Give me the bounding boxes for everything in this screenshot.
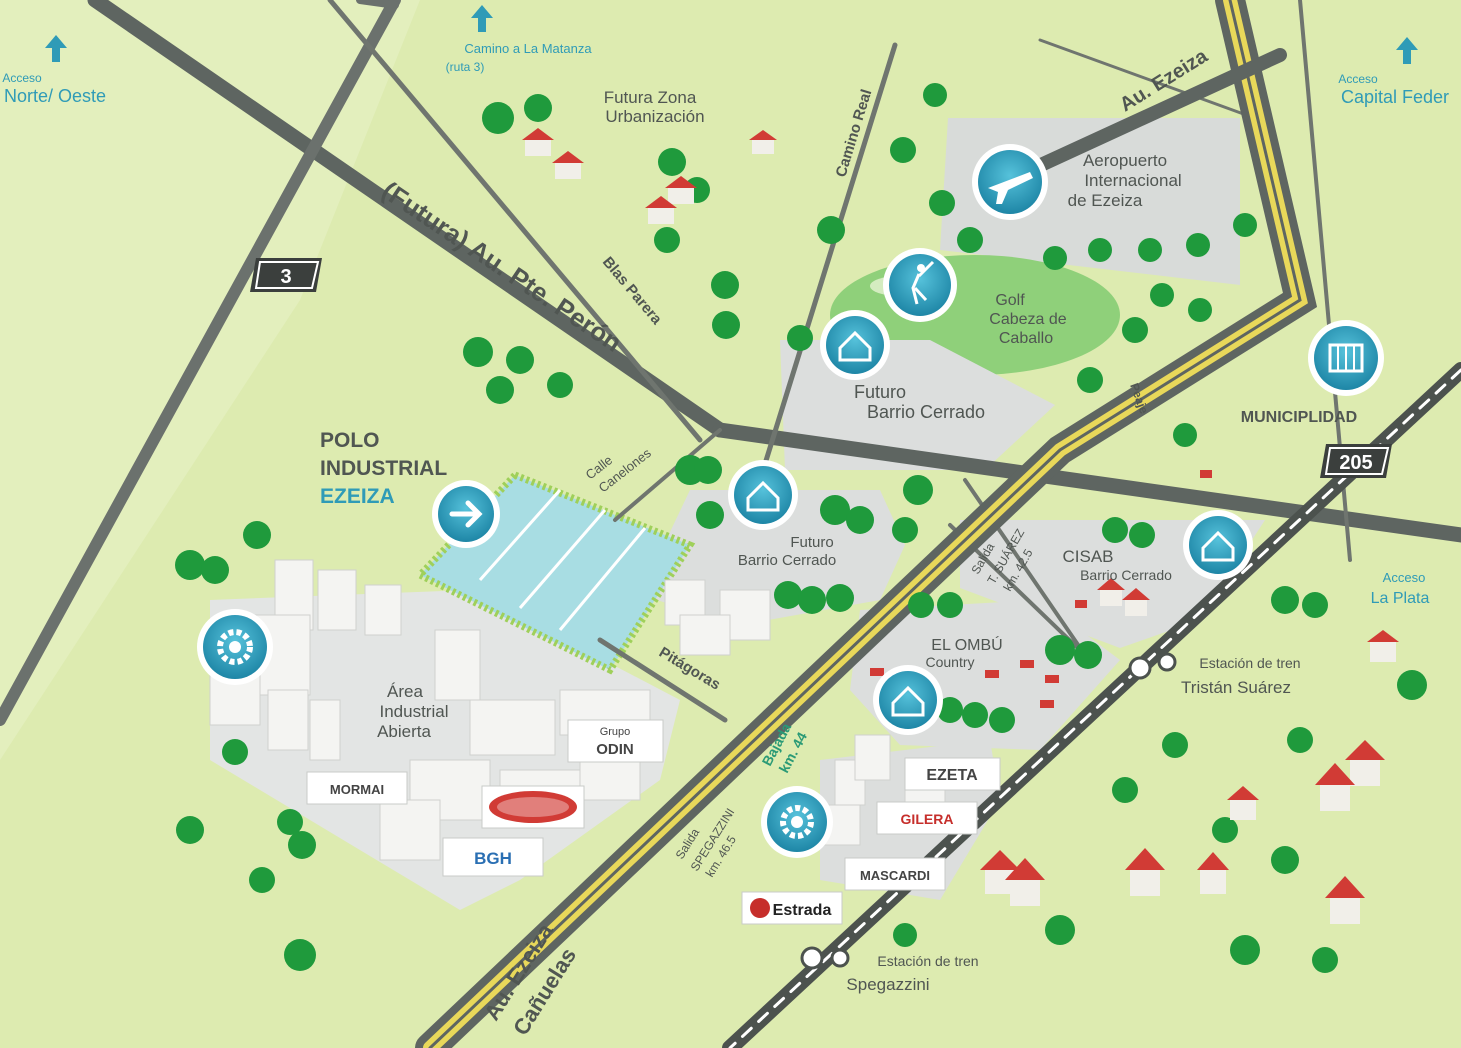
area-industrial-zone	[210, 590, 680, 910]
svg-text:Acceso: Acceso	[2, 71, 42, 85]
svg-text:Acceso: Acceso	[1338, 72, 1378, 86]
svg-text:Capital Feder: Capital Feder	[1341, 87, 1449, 107]
zone-label-polo-industrial: POLO INDUSTRIAL EZEIZA	[320, 429, 447, 508]
road-camino-real	[757, 42, 898, 483]
company-mascardi-label: MASCARDI	[844, 857, 946, 891]
house-group	[522, 128, 1399, 924]
light-field	[0, 0, 420, 760]
svg-text:EL OMBÚ: EL OMBÚ	[931, 635, 1002, 654]
route-3-label: 3	[280, 266, 291, 288]
svg-text:Futuro: Futuro	[854, 382, 906, 402]
svg-text:ODIN: ODIN	[596, 741, 634, 758]
svg-text:Barrio Cerrado: Barrio Cerrado	[1080, 567, 1172, 583]
zone-label-cisab: CISAB Barrio Cerrado	[1062, 547, 1172, 583]
svg-text:Tristán Suárez: Tristán Suárez	[1181, 678, 1291, 697]
arrow-right-icon[interactable]	[432, 480, 500, 548]
arrow-up-icon	[45, 35, 67, 62]
zone-label-futuro-barrio-1: Futuro Barrio Cerrado	[854, 382, 985, 422]
svg-text:EZEIZA: EZEIZA	[320, 485, 395, 508]
zone-label-el-ombu: EL OMBÚ Country	[925, 635, 1002, 670]
svg-text:de Ezeiza: de Ezeiza	[1068, 191, 1143, 210]
zone-label-futura-urbanizacion: Futura Zona Urbanización	[604, 88, 705, 126]
route-badge-205: 205	[1320, 444, 1392, 478]
zone-label-aeropuerto: Aeropuerto Internacional de Ezeiza	[1068, 151, 1182, 210]
golf-icon	[883, 248, 957, 322]
svg-text:Aeropuerto: Aeropuerto	[1083, 151, 1167, 170]
company-gilera-label: GILERA	[876, 801, 978, 835]
svg-text:Barrio Cerrado: Barrio Cerrado	[738, 552, 836, 569]
svg-text:Acceso: Acceso	[1383, 570, 1426, 585]
route-205-label: 205	[1339, 452, 1372, 474]
company-odin-label: Grupo ODIN	[567, 719, 664, 763]
svg-text:Country: Country	[925, 654, 974, 670]
access-norte-oeste: Acceso Norte/ Oeste	[2, 71, 106, 106]
svg-text:Caballo: Caballo	[999, 330, 1053, 347]
svg-text:CISAB: CISAB	[1062, 547, 1113, 566]
svg-text:BGH: BGH	[474, 849, 512, 868]
access-la-plata: Acceso La Plata	[1371, 570, 1430, 607]
road-blas-parera	[327, 0, 703, 443]
road-futura-peron	[87, 0, 728, 438]
road-camino-la-matanza	[356, 0, 399, 9]
svg-text:(ruta 3): (ruta 3)	[446, 60, 485, 74]
road-pitagoras	[597, 637, 728, 723]
svg-text:Estación de tren: Estación de tren	[1199, 655, 1300, 671]
svg-text:La Plata: La Plata	[1371, 590, 1430, 607]
arrow-up-icon	[471, 5, 493, 32]
svg-text:Futuro: Futuro	[790, 534, 833, 551]
gear-icon	[197, 609, 273, 685]
svg-text:Estación de tren: Estación de tren	[877, 953, 978, 969]
svg-text:Industrial: Industrial	[380, 702, 449, 721]
svg-text:Golf: Golf	[995, 292, 1025, 309]
svg-text:Cabeza de: Cabeza de	[989, 311, 1066, 328]
svg-text:Norte/ Oeste: Norte/ Oeste	[4, 86, 106, 106]
station-label-spegazzini: Estación de tren Spegazzini	[846, 953, 978, 994]
svg-text:Futura Zona: Futura Zona	[604, 88, 697, 107]
access-la-matanza: Camino a La Matanza (ruta 3)	[446, 41, 593, 74]
road-ruta-3	[0, 0, 401, 726]
zone-label-futuro-barrio-2: Futuro Barrio Cerrado	[738, 534, 836, 569]
svg-text:Camino a La Matanza: Camino a La Matanza	[464, 41, 592, 56]
home-icon	[820, 310, 890, 380]
svg-text:Internacional: Internacional	[1084, 171, 1181, 190]
road-label-salida-suarez: Salida T. SUÁREZ km. 42.5	[968, 526, 1035, 594]
svg-text:MORMAI: MORMAI	[330, 782, 384, 797]
route-badge-3: 3	[250, 258, 322, 292]
svg-text:Estrada: Estrada	[773, 902, 832, 919]
station-label-tristan-suarez: Estación de tren Tristán Suárez	[1181, 655, 1301, 697]
zone-label-golf: Golf Cabeza de Caballo	[989, 292, 1066, 347]
municipality-building-icon	[1308, 320, 1384, 396]
svg-text:POLO: POLO	[320, 429, 380, 452]
svg-text:INDUSTRIAL: INDUSTRIAL	[320, 457, 447, 480]
svg-text:EZETA: EZETA	[926, 767, 978, 784]
station-marker	[1128, 652, 1177, 680]
company-estrada-label: Estrada	[741, 891, 843, 925]
svg-text:Spegazzini: Spegazzini	[846, 975, 929, 994]
svg-text:Urbanización: Urbanización	[605, 107, 704, 126]
company-logo-badge	[481, 785, 585, 829]
svg-text:Grupo: Grupo	[600, 726, 631, 738]
arrow-up-icon	[1396, 37, 1418, 64]
home-icon	[873, 665, 943, 735]
tree-group	[175, 83, 1427, 973]
access-capital: Acceso Capital Feder	[1338, 72, 1449, 107]
gear-icon	[761, 786, 833, 858]
svg-text:GILERA: GILERA	[901, 811, 954, 827]
station-marker	[800, 946, 850, 970]
company-bgh-label: BGH	[442, 837, 544, 877]
svg-text:Barrio Cerrado: Barrio Cerrado	[867, 402, 985, 422]
company-ezeta-label: EZETA	[904, 757, 1001, 791]
zone-label-area-industrial: Área Industrial Abierta	[377, 682, 448, 741]
svg-text:Área: Área	[387, 682, 423, 701]
airplane-icon	[972, 144, 1048, 220]
svg-text:Abierta: Abierta	[377, 722, 431, 741]
home-icon	[1183, 510, 1253, 580]
company-mormai-label: MORMAI	[306, 771, 408, 805]
svg-text:MASCARDI: MASCARDI	[860, 868, 930, 883]
road-calle-canelones	[613, 428, 722, 522]
zone-label-municipalidad: MUNICIPLIDAD	[1241, 409, 1357, 426]
home-icon	[728, 460, 798, 530]
